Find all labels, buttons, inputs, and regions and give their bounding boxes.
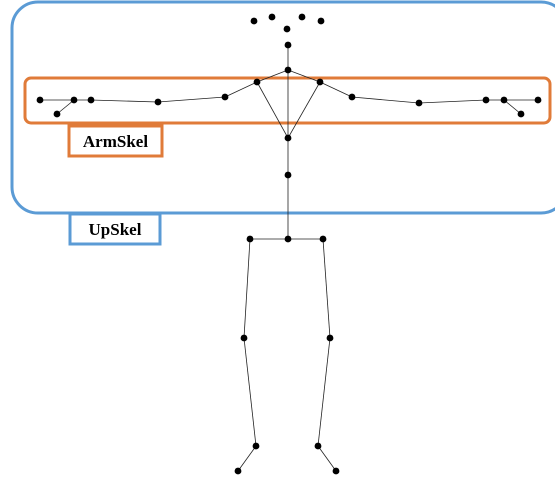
joint-right-forearm [415,99,423,107]
joint-right-wrist [482,96,490,104]
bone-right-upper-arm [319,81,353,98]
joint-left-forearm [154,98,162,106]
joint-right-shoulder [316,78,324,86]
joint-neck [284,41,292,49]
joint-right-hand [500,96,508,104]
joint-left-hip [246,235,254,243]
joint-left-ankle [252,442,260,450]
bone-right-wrist [418,99,487,104]
upper-skeleton-label-box [68,212,162,246]
bone-right-forearm [351,96,420,104]
bone-right-shoulder-neck [287,69,321,83]
arm-skeleton-label: ArmSkel [83,132,148,151]
joint-right-ankle [314,442,322,450]
joint-right-elbow [348,93,356,101]
joint-face-right-ear [317,17,325,25]
joint-pelvis [284,235,292,243]
joint-spine-upper [284,66,292,74]
joint-left-thumb [53,110,61,118]
bone-left-thigh [243,238,251,339]
joint-chest [284,134,292,142]
bone-right-foot [317,445,337,472]
joint-left-elbow [221,93,229,101]
bone-left-forearm [157,96,226,103]
joint-right-hand-tip [534,96,542,104]
bone-left-shoulder-neck [256,69,289,83]
upper-skeleton-region [10,0,555,215]
joint-left-wrist [87,96,95,104]
bone-left-upper-arm [224,81,258,98]
bone-left-shoulder-chest [256,81,289,139]
skeleton-bones [40,45,538,472]
bone-left-thumb [56,99,75,115]
arm-skeleton-region [23,76,552,125]
bone-left-foot [237,445,257,472]
upper-skeleton-label: UpSkel [89,220,142,239]
bone-left-shin [243,337,257,447]
bone-left-wrist [90,99,159,103]
joint-right-hip [319,235,327,243]
joint-left-hand-tip [36,96,44,104]
bone-right-thigh [322,238,331,339]
joint-right-thumb [517,110,525,118]
joint-face-right-eye [298,13,306,21]
joint-face-left-eye [268,13,276,21]
joint-left-foot [234,467,242,475]
joint-left-shoulder [253,78,261,86]
bone-right-shin [317,337,331,447]
arm-skeleton-label-box [67,124,164,158]
joint-face-left-ear [250,17,258,25]
bone-right-shoulder-chest [287,81,321,139]
joint-face-nose [283,25,291,33]
joint-mid-spine [284,171,292,179]
joint-left-hand [70,96,78,104]
skeleton-joints [36,13,542,475]
joint-right-foot [332,467,340,475]
joint-right-knee [326,334,334,342]
bone-right-thumb [503,99,522,115]
joint-left-knee [240,334,248,342]
